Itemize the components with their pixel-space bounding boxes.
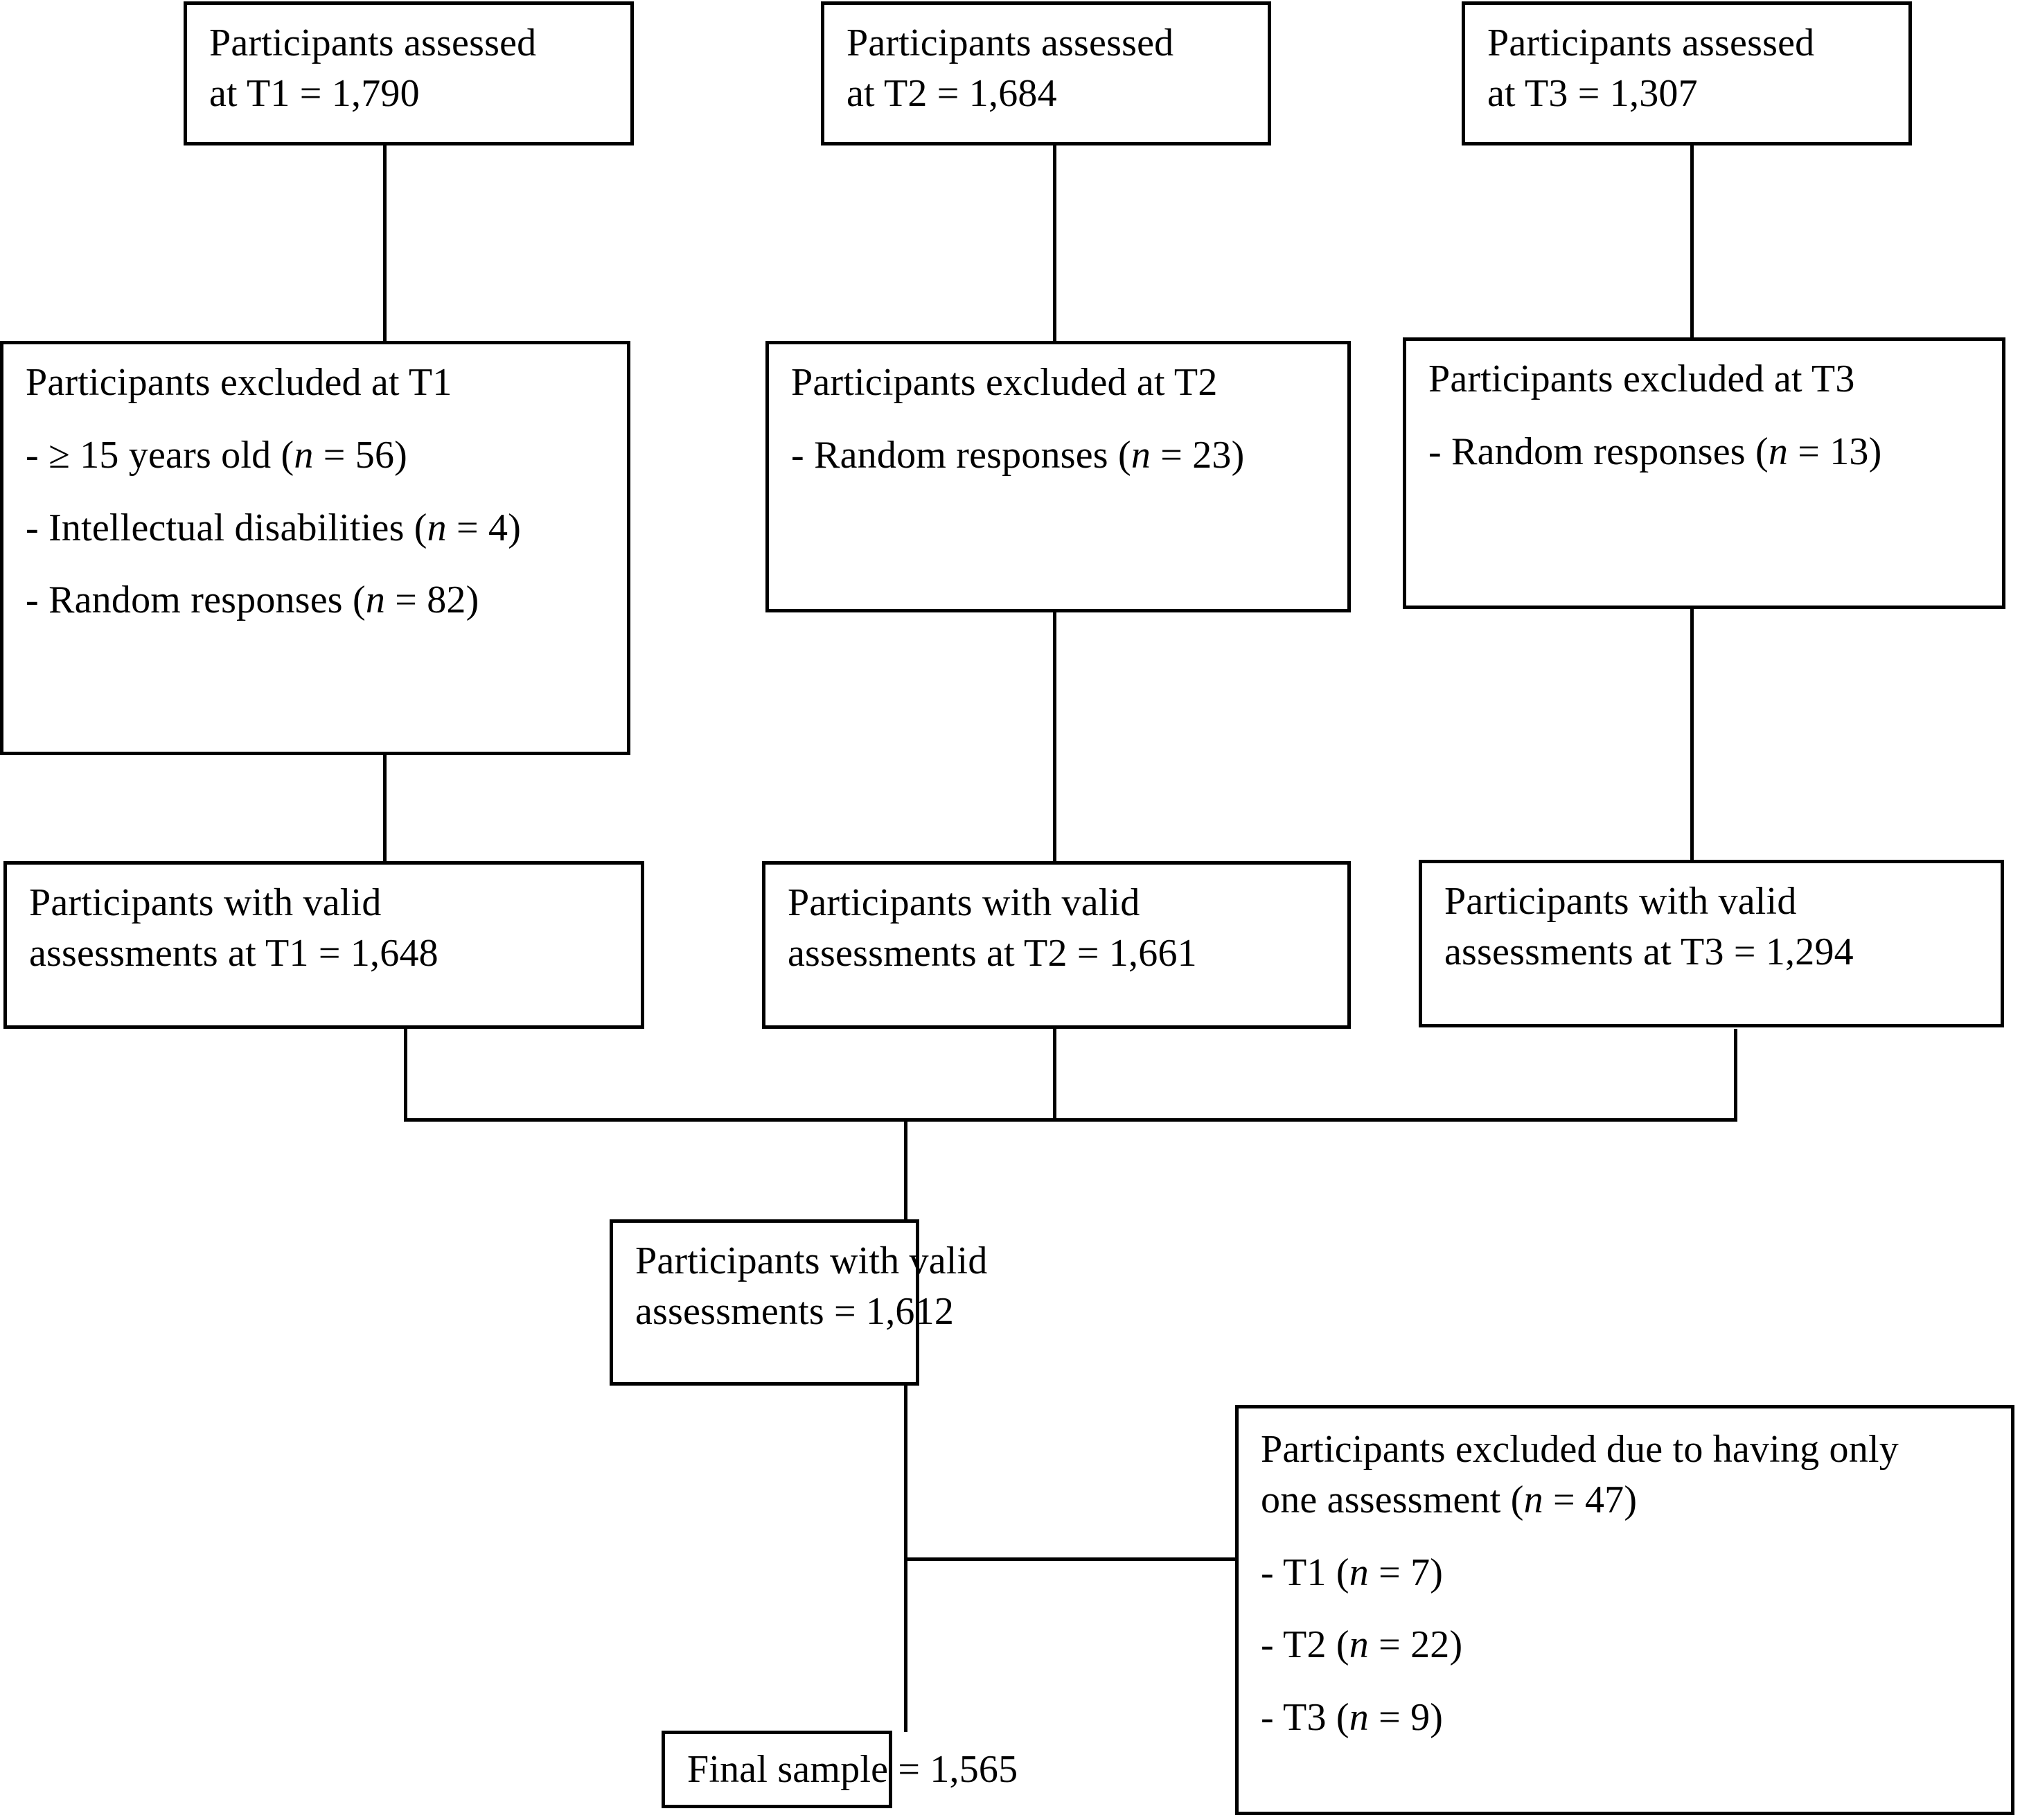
assessed-t1-line-2: at T1 = 1,790 (209, 71, 420, 115)
node-participants-excluded-t2: Participants excluded at T2 - Random res… (765, 341, 1351, 612)
assessed-t2-line-2: at T2 = 1,684 (847, 71, 1057, 115)
assessed-t3-line-1: Participants assessed (1487, 21, 1815, 64)
excluded-t1-heading: Participants excluded at T1 (26, 361, 452, 404)
excluded-t1-item-3: - Random responses (n = 82) (26, 578, 479, 622)
node-participants-valid-t3: Participants with valid assessments at T… (1419, 860, 2004, 1027)
node-final-sample: Final sample = 1,565 (662, 1731, 1018, 1808)
excluded-t2-item-1: - Random responses (n = 23) (791, 433, 1245, 477)
connector-merge-rail-to-combined (904, 1118, 907, 1221)
node-participants-excluded-t3: Participants excluded at T3 - Random res… (1403, 337, 2005, 609)
connector-excluded-t3-to-valid-t3 (1690, 608, 1694, 862)
valid-t2-line-1: Participants with valid (788, 881, 1140, 924)
excluded-t1-item-1: - ≥ 15 years old (n = 56) (26, 433, 407, 477)
excluded-t3-heading: Participants excluded at T3 (1428, 357, 1855, 400)
excluded-one-assessment-heading-line-2: one assessment (n = 47) (1261, 1478, 1638, 1521)
connector-excluded-t2-to-valid-t2 (1053, 611, 1056, 862)
excluded-one-assessment-item-2: - T2 (n = 22) (1261, 1623, 1463, 1667)
connector-combined-to-excluded-one-assessment (904, 1557, 1237, 1561)
node-participants-valid-t1: Participants with valid assessments at T… (3, 861, 644, 1029)
connector-valid-t2-down (1053, 1029, 1056, 1120)
valid-combined-line-2: assessments = 1,612 (635, 1289, 955, 1333)
node-participants-assessed-t3: Participants assessed at T3 = 1,307 (1462, 1, 1912, 145)
connector-merge-rail (404, 1118, 1737, 1122)
node-participants-valid-combined: Participants with valid assessments = 1,… (610, 1219, 988, 1386)
excluded-one-assessment-item-3: - T3 (n = 9) (1261, 1696, 1444, 1740)
node-participants-valid-t2: Participants with valid assessments at T… (762, 861, 1351, 1029)
final-sample-line-1: Final sample = 1,565 (687, 1748, 1018, 1791)
excluded-t1-item-2: - Intellectual disabilities (n = 4) (26, 506, 522, 549)
valid-t1-line-2: assessments at T1 = 1,648 (29, 931, 438, 975)
valid-t3-line-1: Participants with valid (1444, 880, 1797, 923)
connector-assessed-t2-to-excluded-t2 (1053, 145, 1056, 341)
valid-t1-line-1: Participants with valid (29, 881, 382, 924)
valid-t3-line-2: assessments at T3 = 1,294 (1444, 930, 1854, 973)
excluded-t2-heading: Participants excluded at T2 (791, 361, 1218, 404)
node-participants-assessed-t2: Participants assessed at T2 = 1,684 (821, 1, 1271, 145)
node-participants-excluded-t1: Participants excluded at T1 - ≥ 15 years… (0, 341, 630, 755)
valid-combined-line-1: Participants with valid (635, 1239, 988, 1282)
node-participants-assessed-t1: Participants assessed at T1 = 1,790 (184, 1, 634, 145)
excluded-one-assessment-item-1: - T1 (n = 7) (1261, 1550, 1444, 1594)
excluded-t3-item-1: - Random responses (n = 13) (1428, 430, 1882, 473)
connector-excluded-t1-to-valid-t1 (383, 754, 387, 863)
assessed-t3-line-2: at T3 = 1,307 (1487, 71, 1698, 115)
connector-assessed-t1-to-excluded-t1 (383, 145, 387, 341)
connector-valid-t3-down (1734, 1029, 1737, 1120)
connector-valid-t1-down (404, 1029, 407, 1120)
assessed-t1-line-1: Participants assessed (209, 21, 537, 64)
assessed-t2-line-1: Participants assessed (847, 21, 1174, 64)
connector-assessed-t3-to-excluded-t3 (1690, 145, 1694, 341)
valid-t2-line-2: assessments at T2 = 1,661 (788, 931, 1197, 975)
excluded-one-assessment-heading-line-1: Participants excluded due to having only (1261, 1428, 1899, 1471)
node-participants-excluded-one-assessment: Participants excluded due to having only… (1235, 1405, 2014, 1815)
